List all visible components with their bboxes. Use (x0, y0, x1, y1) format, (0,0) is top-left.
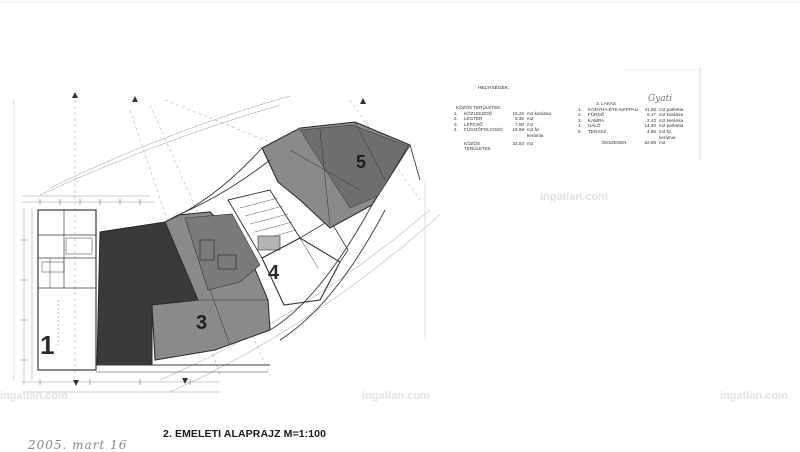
row-area: 2.43 (647, 117, 656, 123)
row-finish: fd. kerámia (527, 127, 544, 138)
apartment-header: 3. LAKÁS (596, 101, 616, 106)
total-label: KÖZÖS TERÜLETEK (464, 140, 492, 152)
row-unit: m2 (659, 112, 666, 118)
total-unit: m2 (527, 140, 534, 146)
unit-4-plan (261, 219, 349, 306)
margin-lines (13, 68, 701, 380)
corridor-walls (96, 144, 421, 373)
common-areas-header: KÖZÖS TERÜLETEK (456, 105, 501, 110)
total-unit: m2 (659, 140, 666, 146)
handwritten-initials: Gyati (648, 94, 673, 104)
row-finish: parketta (666, 106, 684, 112)
row-finish: kerámia (666, 112, 684, 118)
row-area: 7.00 (515, 121, 524, 127)
table-row: 5. TERASZ 4.96 m2 fd. kerámia (578, 129, 685, 140)
row-unit-finish: m2 (524, 116, 553, 122)
row-area: 16.68 (512, 127, 525, 133)
row-unit-finish: m2 (524, 122, 553, 128)
row-name: TERASZ (588, 128, 607, 134)
unit-3-plan (151, 211, 271, 361)
row-unit: m2 (659, 106, 666, 112)
row-num: 4. (454, 127, 458, 133)
total-area: 32.83 (512, 140, 525, 146)
section-markers (72, 92, 366, 386)
table-row: 2. LÉGTÉR 6.35 m2 (454, 116, 553, 122)
row-num: 5. (578, 128, 582, 134)
table-row: 4. HÁLÓ 14.30 m2 parketta (578, 123, 685, 129)
row-num: 1. (454, 110, 458, 116)
row-area: 6.35 (515, 116, 524, 122)
row-num: 3. (578, 117, 582, 123)
row-unit: m2 (527, 127, 534, 133)
row-name: HÁLÓ (588, 123, 601, 129)
row-unit-finish: m2 kerámia (656, 112, 685, 118)
row-unit: m2 (659, 128, 666, 134)
row-num: 2. (454, 116, 458, 122)
row-unit-finish: m2 kerámia (524, 111, 553, 117)
row-num: 4. (578, 123, 582, 129)
unit-number-4: 4 (268, 262, 280, 284)
unit-5-plan (261, 121, 411, 229)
row-unit-finish: m2 fd. kerámia (656, 129, 685, 140)
row-num: 1. (578, 106, 582, 112)
table-row: 4. FÜGGŐFOLYOSÓ 16.68 m2 fd. kerámia (454, 127, 553, 138)
table-row: 3. LÉPCSŐ 7.00 m2 (454, 122, 553, 128)
row-name: LÉGTÉR (464, 116, 483, 122)
scan-noise (0, 1, 800, 71)
row-unit-finish: m2 parketta (656, 123, 685, 129)
watermark-ingatlan: ingatlan.com (720, 390, 788, 402)
row-unit-finish: m2 parketta (656, 107, 685, 113)
row-unit-finish: m2 kerámia (656, 118, 685, 124)
row-area: 41.06 (644, 106, 657, 112)
table-row: 1. KÖZLEKEDŐ 16.26 m2 kerámia (454, 111, 553, 117)
watermark-ingatlan: ingatlan.com (0, 390, 68, 402)
apartment-3-table: 3. LAKÁS 1. KONYHA-ÉTK-NAPPALI 41.06 m2 … (578, 101, 685, 146)
handwritten-date: 2005. mart 16 (28, 438, 128, 452)
unit-number-3: 3 (196, 312, 208, 334)
apartment-total-row: ÖSSZESEN 62.96 m2 (578, 140, 685, 146)
total-label: ÖSSZESEN (601, 140, 627, 146)
row-unit: m2 (659, 117, 666, 123)
common-areas-table: KÖZÖS TERÜLETEK 1. KÖZLEKEDŐ 16.26 m2 ke… (454, 105, 553, 152)
unit-1-plan (37, 209, 97, 371)
row-name: FÜGGŐFOLYOSÓ (464, 127, 503, 133)
row-finish: kerámia (666, 117, 684, 123)
row-num: 2. (578, 112, 582, 118)
row-num: 3. (454, 121, 458, 127)
unit-number-5: 5 (356, 152, 367, 172)
row-name: KAMRA (588, 117, 605, 123)
total-area: 62.96 (644, 140, 657, 146)
row-finish: kerámia (534, 110, 552, 116)
row-unit: m2 (527, 110, 534, 116)
watermark-ingatlan: ingatlan.com (362, 390, 430, 402)
table-row: 2. FÜRDŐ 5.17 m2 kerámia (578, 112, 685, 118)
common-total-row: KÖZÖS TERÜLETEK 32.83 m2 (454, 141, 553, 152)
row-name: LÉPCSŐ (464, 121, 483, 127)
row-area: 5.17 (647, 112, 656, 118)
row-name: KONYHA-ÉTK-NAPPALI (588, 106, 639, 112)
table-row: 1. KONYHA-ÉTK-NAPPALI 41.06 m2 parketta (578, 107, 685, 113)
row-area: 4.96 (647, 128, 656, 134)
dimension-ticks (21, 199, 191, 385)
row-unit: m2 (659, 123, 666, 129)
row-name: FÜRDŐ (588, 112, 605, 118)
table-row: 3. KAMRA 2.43 m2 kerámia (578, 118, 685, 124)
unit-number-1: 1 (40, 330, 55, 360)
row-unit-finish: m2 fd. kerámia (524, 127, 553, 138)
stair-core (227, 189, 301, 259)
row-unit: m2 (527, 116, 534, 122)
row-unit: m2 (527, 121, 534, 127)
rooms-heading: HELYISÉGEK: (478, 86, 510, 91)
row-area: 16.26 (512, 110, 525, 116)
row-name: KÖZLEKEDŐ (464, 110, 493, 116)
drawing-title: 2. EMELETI ALAPRAJZ M=1:100 (163, 428, 327, 440)
watermark-ingatlan: ingatlan.com (540, 191, 608, 203)
row-finish: fd. kerámia (659, 128, 676, 140)
row-area: 14.30 (644, 123, 657, 129)
row-finish: parketta (666, 123, 684, 129)
